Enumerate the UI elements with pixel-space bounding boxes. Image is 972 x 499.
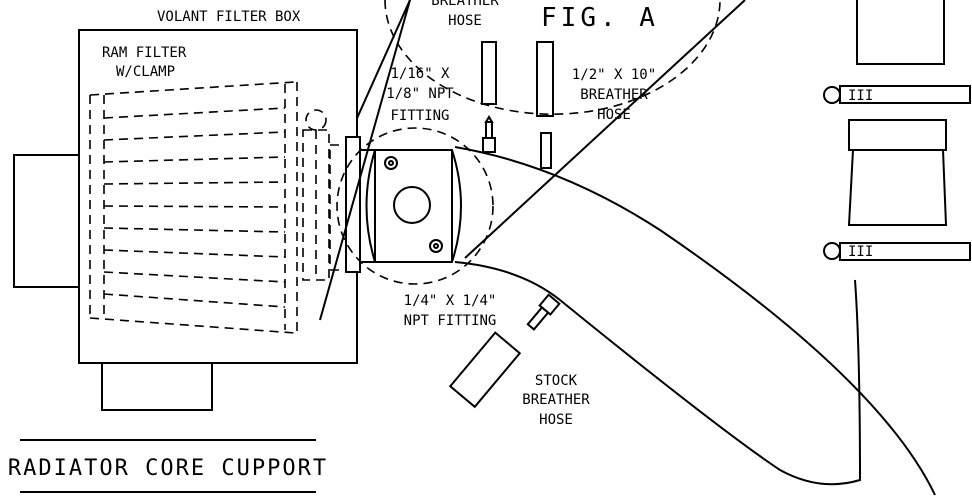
label-npt116-2: 1/8" NPT bbox=[386, 86, 454, 102]
intake-tube-inner bbox=[454, 261, 862, 486]
label-ram-filter-2: W/CLAMP bbox=[116, 64, 175, 80]
filter-box bbox=[78, 29, 358, 364]
breather-hose-a bbox=[481, 41, 497, 105]
throttle-adapter bbox=[345, 136, 462, 273]
clamp-bottom-ticks: III bbox=[848, 244, 873, 260]
fitting-14-npt bbox=[526, 293, 561, 331]
label-breather-top-1: BREATHER bbox=[431, 0, 499, 9]
label-npt116-3: FITTING bbox=[390, 108, 449, 124]
breather-nipple bbox=[540, 132, 552, 169]
label-hose12-1: 1/2" X 10" bbox=[572, 67, 656, 83]
clamp-top-ticks: III bbox=[848, 88, 873, 104]
label-ram-filter-1: RAM FILTER bbox=[102, 45, 187, 61]
label-hose12-2: BREATHER bbox=[580, 87, 648, 103]
label-stock-2: BREATHER bbox=[522, 392, 590, 408]
clamp-top bbox=[823, 85, 971, 104]
label-stock-1: STOCK bbox=[535, 373, 578, 389]
label-npt116-1: 1/16" X bbox=[390, 66, 450, 82]
label-stock-3: HOSE bbox=[539, 412, 573, 428]
label-hose12-3: HOSE bbox=[597, 107, 631, 123]
breather-hose-b bbox=[536, 41, 554, 117]
ram-filter bbox=[89, 81, 348, 334]
intake-tube-outer bbox=[454, 146, 936, 496]
clamp-bottom bbox=[823, 242, 971, 261]
label-npt14-2: NPT FITTING bbox=[404, 313, 497, 329]
label-radiator-core-support: RADIATOR CORE CUPPORT bbox=[8, 456, 328, 481]
detail-circle bbox=[336, 127, 494, 285]
fitting-116-npt bbox=[482, 115, 496, 153]
fig-a-leader-right bbox=[464, 0, 746, 259]
label-volant-filter-box: VOLANT FILTER BOX bbox=[157, 9, 301, 25]
label-npt14-1: 1/4" X 1/4" bbox=[404, 293, 497, 309]
stock-breather-hose bbox=[448, 331, 522, 409]
coupler-top bbox=[856, 0, 945, 65]
coupler-middle bbox=[847, 119, 948, 226]
filter-box-base bbox=[101, 362, 213, 411]
leader-volant bbox=[319, 0, 411, 321]
fig-a-label: FIG. A bbox=[541, 3, 659, 33]
label-breather-top-2: HOSE bbox=[448, 13, 482, 29]
airbox-outer-block bbox=[13, 154, 81, 288]
